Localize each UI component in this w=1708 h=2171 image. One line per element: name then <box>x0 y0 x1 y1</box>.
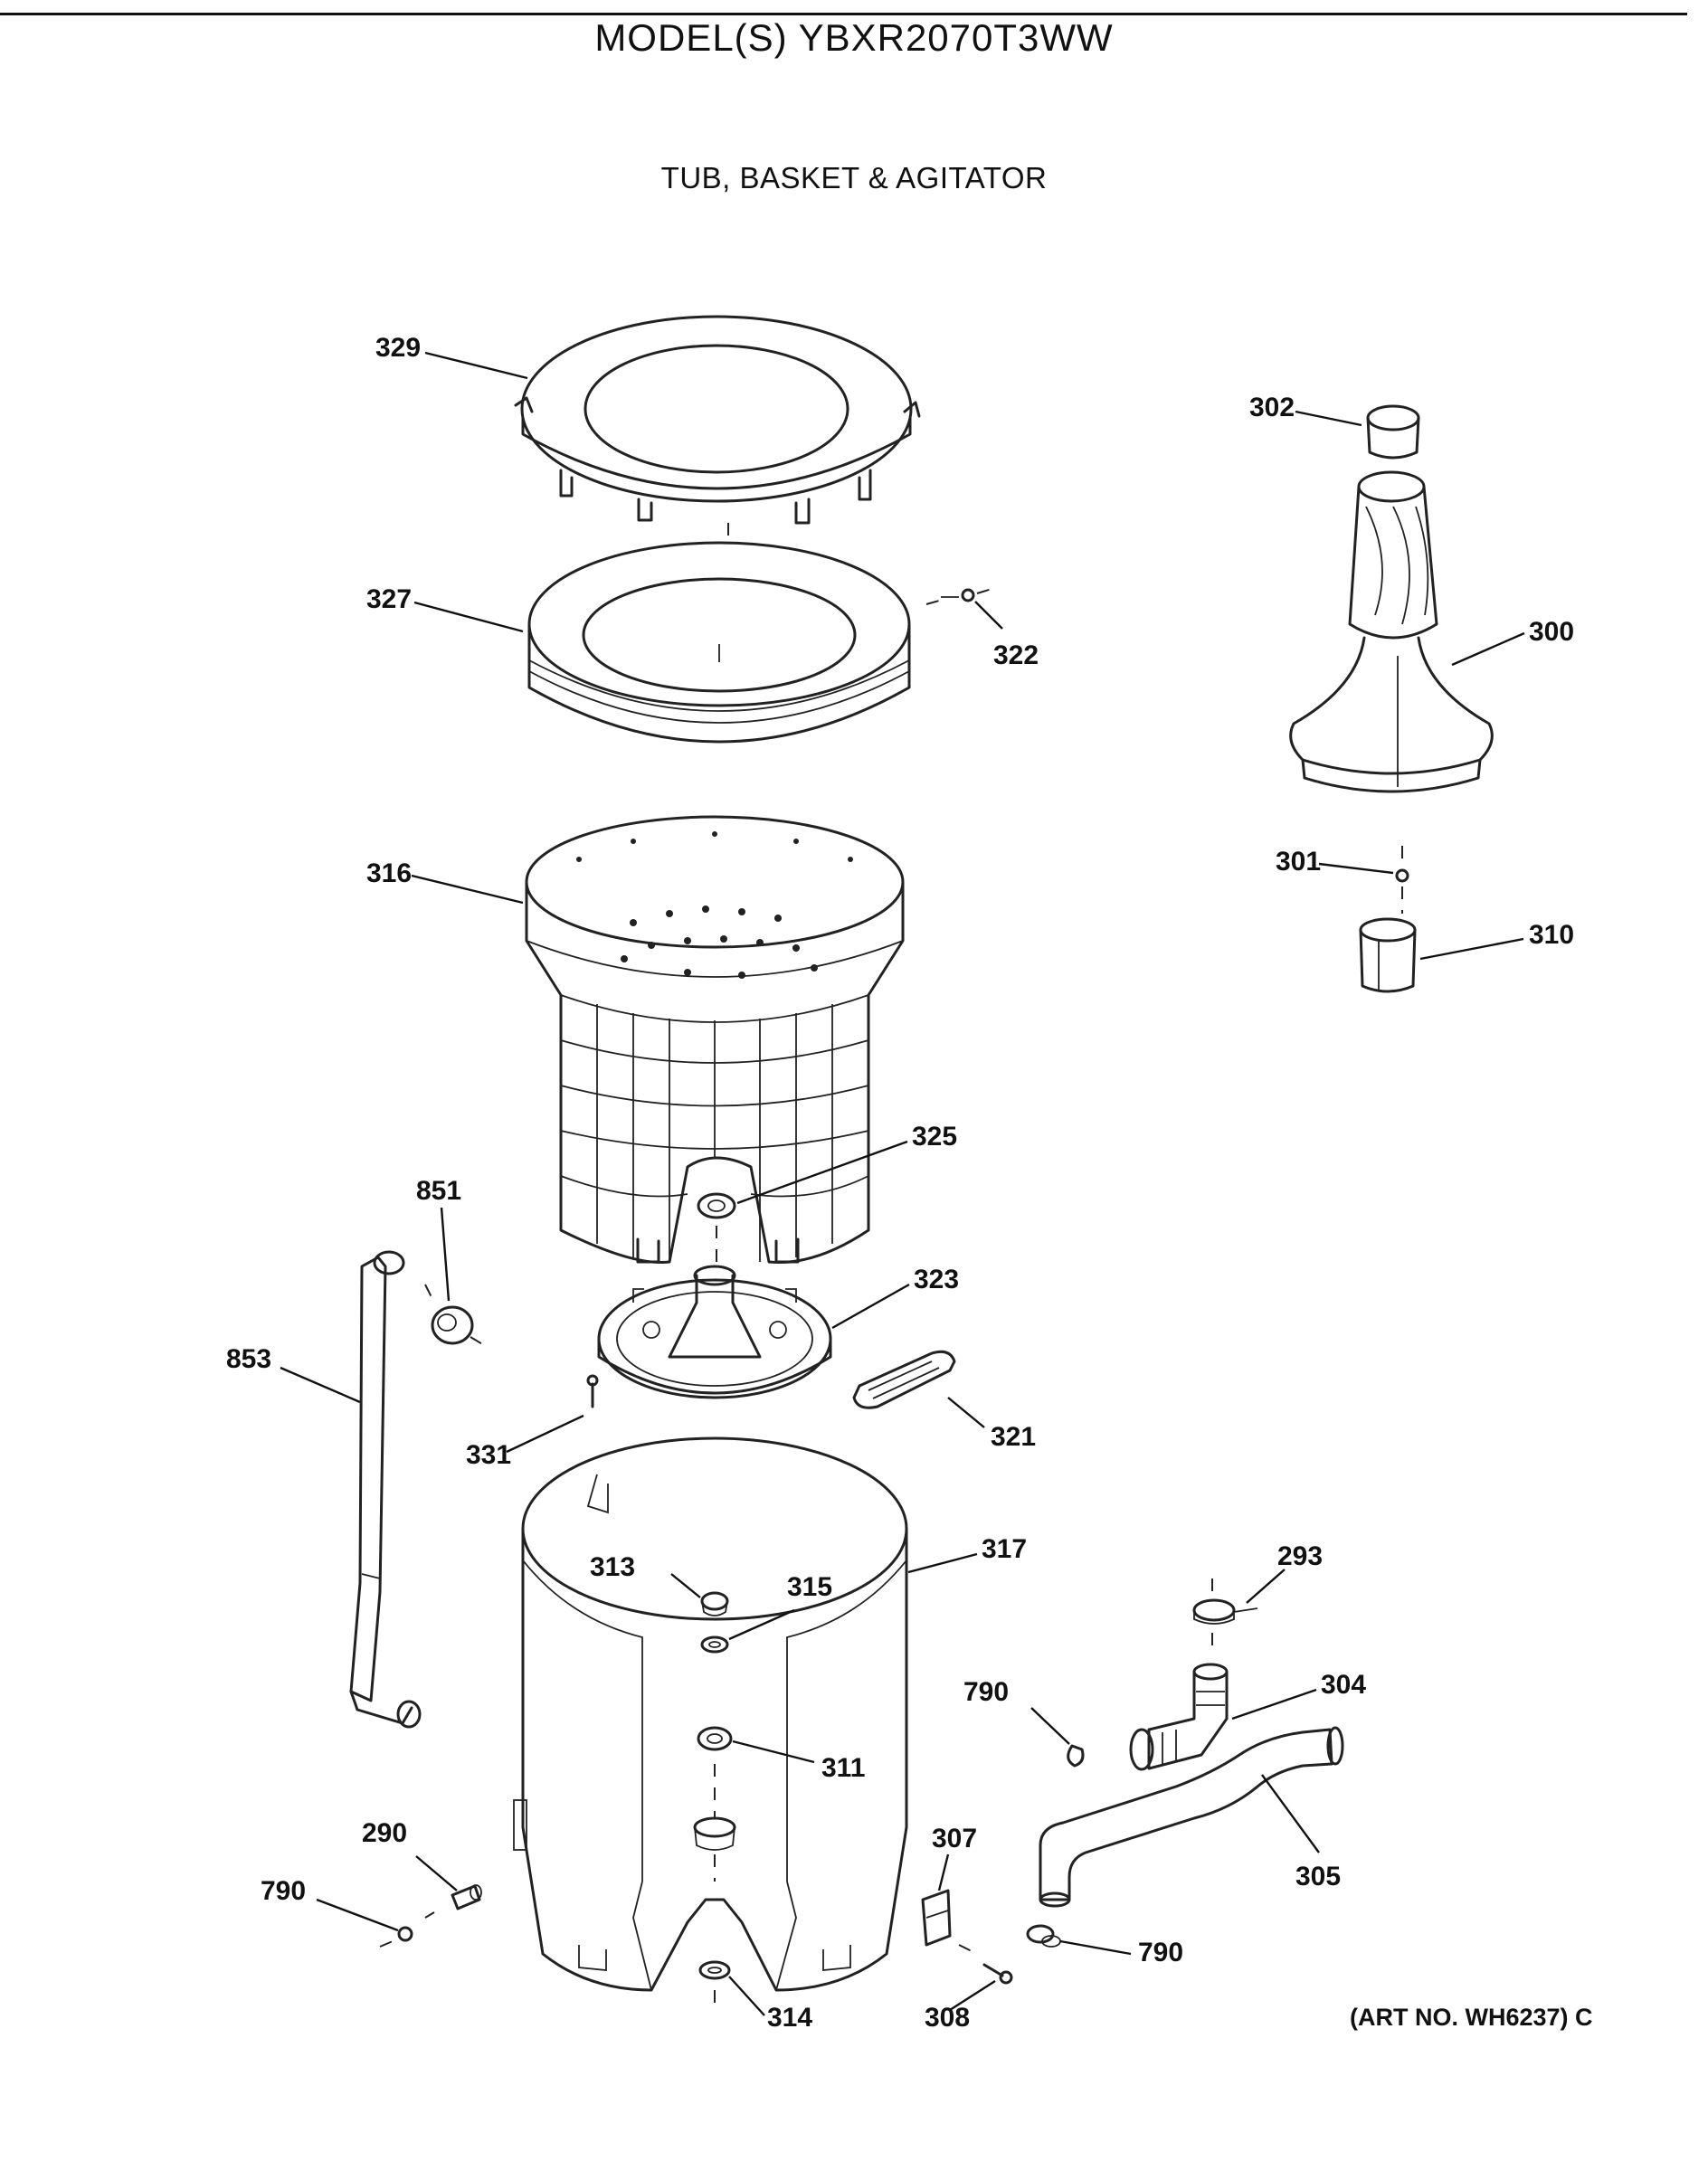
part-317-outer-tub <box>513 1436 908 1992</box>
callout-310: 310 <box>1529 920 1574 950</box>
callout-304: 304 <box>1321 1670 1366 1700</box>
part-790-clip-lower-right <box>1026 1924 1061 1948</box>
part-305-drain-hose <box>1039 1726 1344 1908</box>
part-300-agitator <box>1289 470 1494 793</box>
part-311-nut <box>697 1726 733 1751</box>
callout-290: 290 <box>362 1818 407 1848</box>
callout-293: 293 <box>1277 1541 1323 1571</box>
callout-300: 300 <box>1529 617 1574 647</box>
part-293-clamp <box>1192 1598 1258 1625</box>
callout-322: 322 <box>993 640 1039 670</box>
callout-790-lower-right: 790 <box>1138 1938 1183 1967</box>
part-313-grommet <box>700 1591 729 1616</box>
callout-323: 323 <box>914 1265 959 1294</box>
part-314-washer <box>698 1960 731 1980</box>
part-304-hose <box>1129 1663 1229 1771</box>
callout-317: 317 <box>982 1534 1027 1564</box>
part-290-pin <box>451 1884 482 1910</box>
part-329-tub-cover <box>514 315 921 525</box>
art-number: (ART NO. WH6237) C <box>1350 2004 1593 2031</box>
callout-790-upper: 790 <box>963 1677 1009 1707</box>
part-302-cap <box>1366 404 1420 460</box>
callout-311: 311 <box>821 1753 865 1783</box>
callout-301: 301 <box>1276 847 1321 877</box>
part-308-screw <box>982 1963 1013 1985</box>
part-327-tub-ring <box>527 541 911 744</box>
part-323-hub <box>597 1265 832 1399</box>
callout-314: 314 <box>767 2003 812 2033</box>
part-790-clip-upper <box>1067 1744 1085 1768</box>
part-322-screw <box>941 588 975 602</box>
part-316-basket <box>525 815 905 1265</box>
callout-853: 853 <box>226 1344 271 1374</box>
section-title: TUB, BASKET & AGITATOR <box>660 161 1048 194</box>
part-851-fitting <box>431 1305 474 1345</box>
callout-315: 315 <box>787 1572 832 1602</box>
callout-302: 302 <box>1249 393 1295 422</box>
callout-325: 325 <box>912 1122 957 1152</box>
part-853-tube <box>349 1250 422 1729</box>
callout-313: 313 <box>590 1552 635 1582</box>
callout-321: 321 <box>991 1422 1036 1452</box>
part-301-screw <box>1395 868 1409 883</box>
callout-790-lower-left: 790 <box>261 1876 306 1906</box>
part-321-filter <box>852 1350 956 1409</box>
callout-307: 307 <box>932 1824 977 1853</box>
part-hub-seal <box>693 1816 736 1851</box>
part-315-washer <box>700 1635 729 1654</box>
callout-327: 327 <box>366 584 412 614</box>
callout-316: 316 <box>366 858 412 888</box>
part-790-clip-lower-left <box>397 1926 413 1942</box>
part-325-nut <box>697 1192 736 1219</box>
part-310-cam <box>1359 917 1417 993</box>
part-331-screw <box>586 1374 599 1408</box>
callout-308: 308 <box>925 2003 970 2033</box>
callout-331: 331 <box>466 1440 511 1470</box>
model-title: MODEL(S) YBXR2070T3WW <box>594 16 1114 59</box>
callout-329: 329 <box>375 333 421 363</box>
part-307-bracket <box>921 1889 952 1947</box>
callout-851: 851 <box>416 1176 461 1206</box>
top-rule <box>0 13 1687 15</box>
leader-lines <box>280 351 1525 2016</box>
callout-305: 305 <box>1295 1862 1341 1891</box>
